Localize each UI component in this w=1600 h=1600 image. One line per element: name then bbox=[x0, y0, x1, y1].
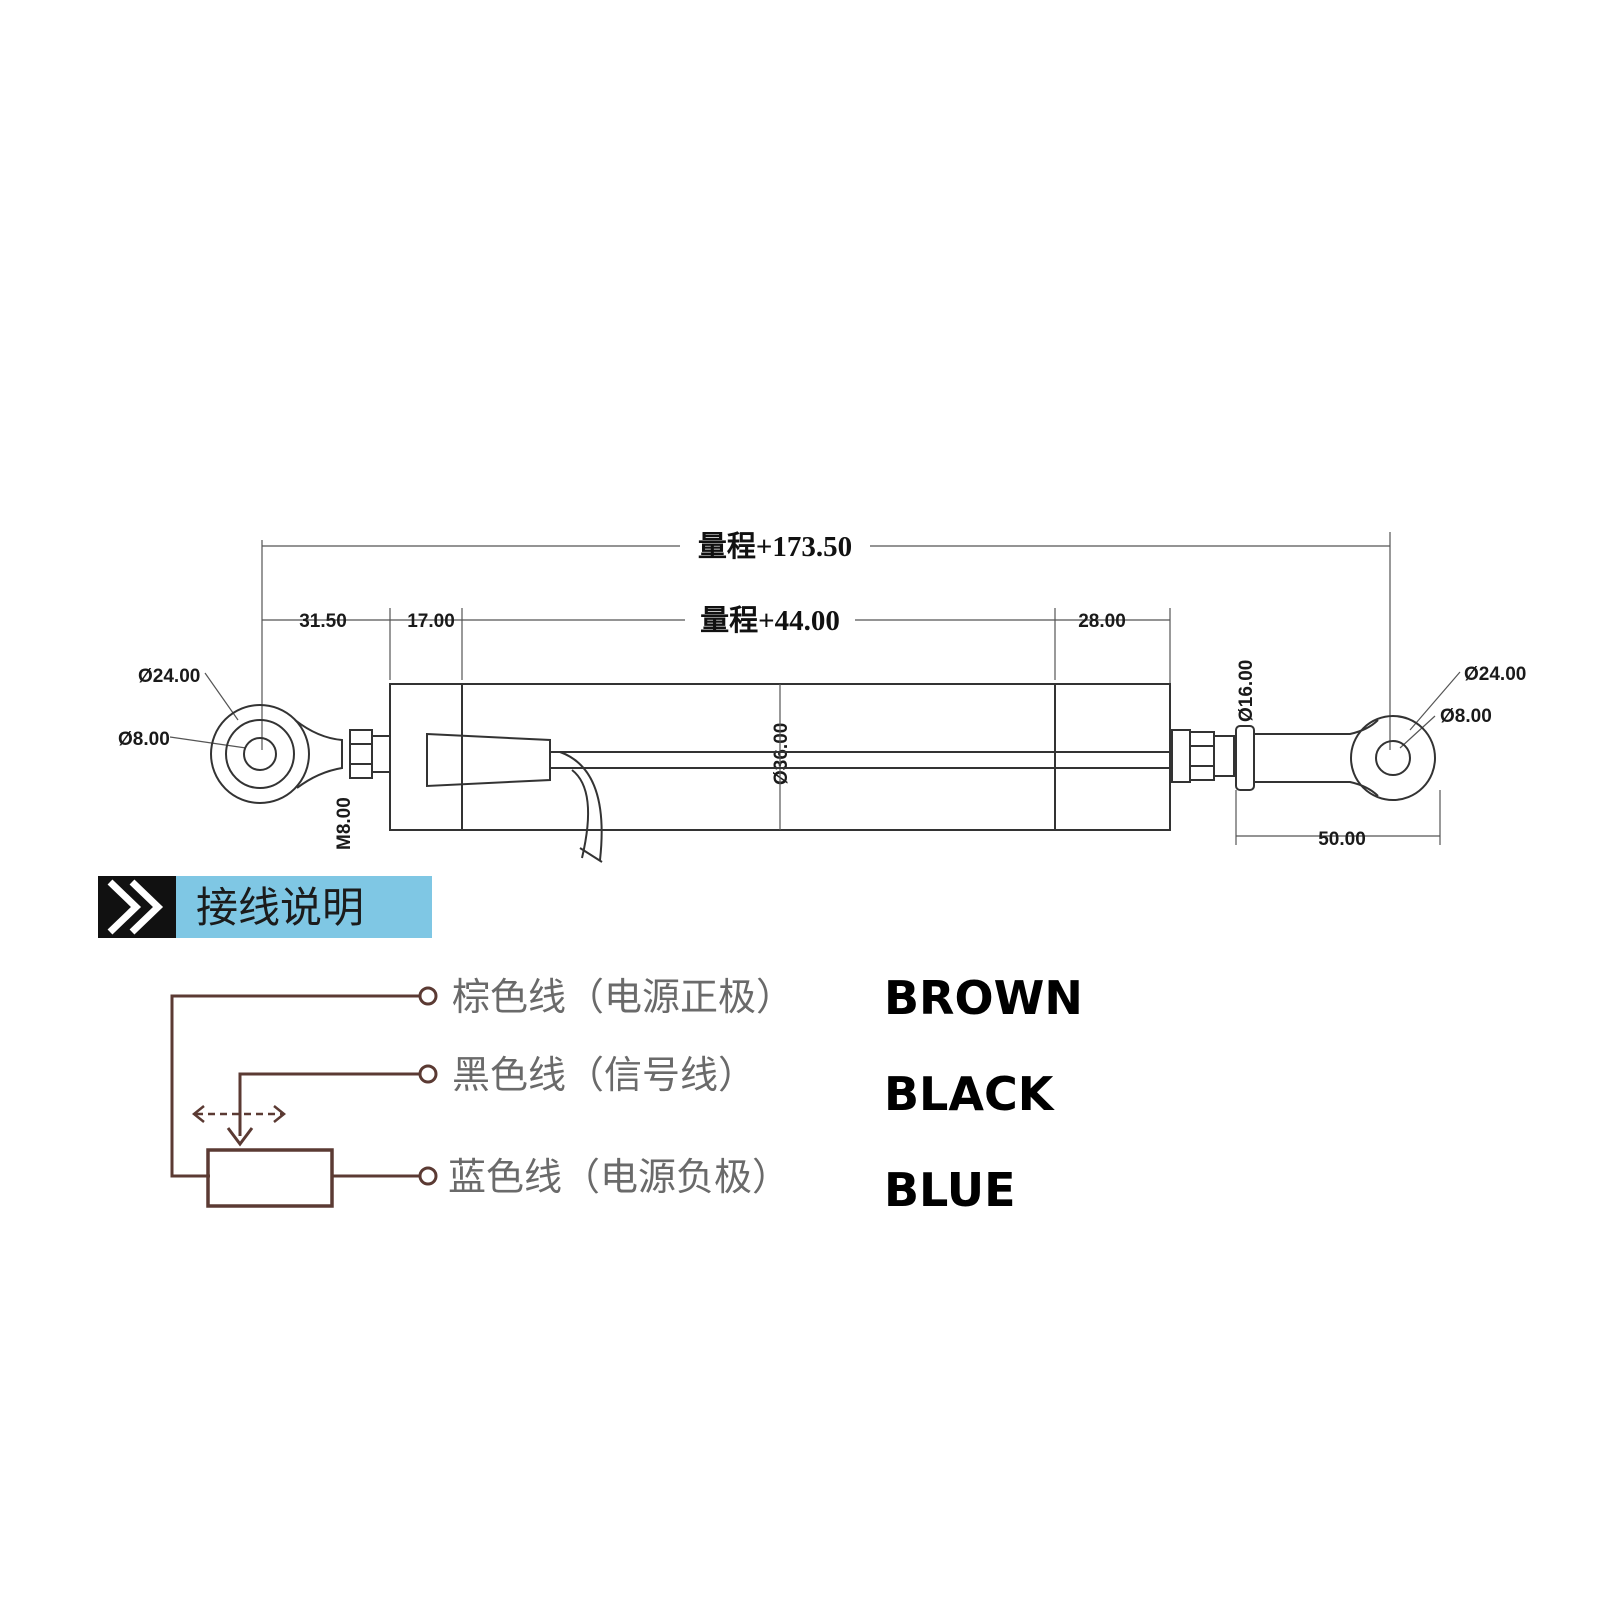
sensor-drawing bbox=[210, 683, 1436, 863]
dim-rod-end: 50.00 bbox=[1318, 829, 1366, 850]
dim-left-body: 17.00 bbox=[407, 611, 455, 632]
wiring-schematic bbox=[170, 986, 438, 1208]
dim-left-eye-inner: Ø8.00 bbox=[118, 729, 170, 750]
dim-thread: M8.00 bbox=[334, 797, 355, 850]
dim-right-body: 28.00 bbox=[1078, 611, 1126, 632]
wire-blue-label-en: BLUE bbox=[884, 1163, 1016, 1217]
wire-black-label-en: BLACK bbox=[884, 1067, 1056, 1121]
wire-black-label-cn: 黑色线（信号线） bbox=[452, 1053, 756, 1097]
dim-left-end: 31.50 bbox=[299, 611, 347, 632]
wire-blue-label-cn: 蓝色线（电源负极） bbox=[448, 1155, 790, 1199]
dim-right-eye-inner: Ø8.00 bbox=[1440, 706, 1492, 727]
dim-right-eye-outer: Ø24.00 bbox=[1464, 664, 1526, 685]
wire-brown-label-cn: 棕色线（电源正极） bbox=[452, 975, 794, 1019]
wire-brown-label-en: BROWN bbox=[884, 971, 1083, 1025]
dim-rod-diameter: Ø16.00 bbox=[1236, 660, 1257, 722]
dim-body-diameter: Ø36.00 bbox=[771, 723, 792, 785]
dim-total-length: 量程+173.50 bbox=[698, 530, 852, 563]
section-title: 接线说明 bbox=[196, 883, 364, 932]
wiring-section-header: 接线说明 bbox=[98, 876, 432, 938]
dim-left-eye-outer: Ø24.00 bbox=[138, 666, 200, 687]
dim-stroke-length: 量程+44.00 bbox=[700, 604, 840, 637]
dimension-lines bbox=[169, 532, 1461, 845]
